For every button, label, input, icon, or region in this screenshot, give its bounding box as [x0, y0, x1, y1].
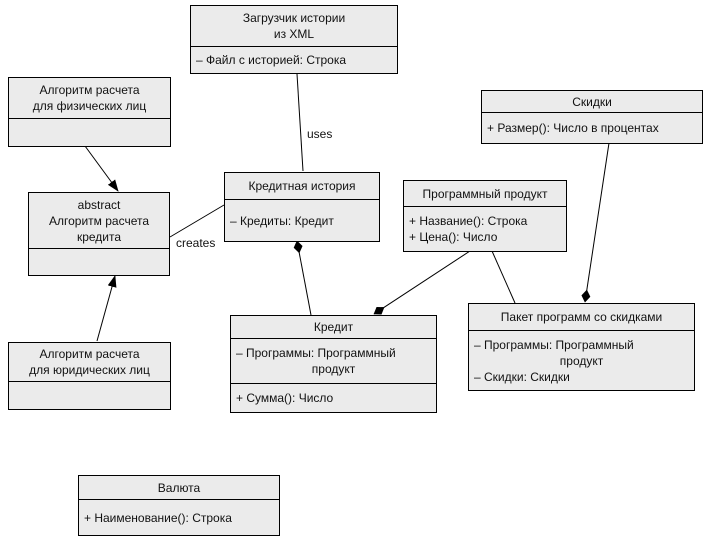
class-currency: Валюта + Наименование(): Строка [78, 475, 280, 536]
edge-generalization-legal-arrow [96, 275, 117, 342]
class-attributes: – Кредиты: Кредит [225, 199, 379, 241]
class-history-loader: Загрузчик истории из XML – Файл с истори… [190, 5, 398, 74]
class-title: Пакет программ со скидками [500, 310, 663, 324]
attribute: – Файл с историей: Строка [196, 53, 347, 67]
class-title: Загрузчик истории из XML [242, 11, 346, 41]
class-title: Кредитная история [248, 179, 356, 193]
class-attributes-empty [29, 248, 169, 275]
edge-generalization-individuals-arrow [84, 145, 119, 192]
class-attributes-empty [9, 118, 170, 146]
class-attributes: + Название(): Строка + Цена(): Число [404, 206, 566, 251]
class-discount-package: Пакет программ со скидками – Программы: … [468, 303, 695, 391]
class-discounts: Скидки + Размер(): Число в процентах [481, 90, 703, 144]
attribute: – Скидки: Скидки [474, 369, 570, 384]
class-attributes: + Наименование(): Строка [79, 499, 279, 535]
attribute: + Размер(): Число в процентах [487, 121, 659, 135]
class-attributes: + Размер(): Число в процентах [482, 112, 702, 143]
class-title: Алгоритм расчета для юридических лиц [29, 347, 150, 377]
edge-composition-package-discounts-diamond [581, 142, 610, 303]
class-methods: + Сумма(): Число [231, 383, 436, 412]
class-title: Программный продукт [422, 186, 548, 201]
attribute: – Кредиты: Кредит [230, 213, 334, 228]
class-attributes: – Файл с историей: Строка [191, 46, 397, 73]
class-algo-abstract: abstract Алгоритм расчета кредита [28, 192, 170, 276]
class-title: Кредит [313, 320, 354, 334]
edge-uses-association [296, 73, 304, 172]
attribute: + Наименование(): Строка [84, 510, 232, 525]
class-algo-legal: Алгоритм расчета для юридических лиц [8, 342, 171, 410]
class-algo-individuals: Алгоритм расчета для физических лиц [8, 77, 171, 147]
edge-composition-credit-product-diamond [373, 250, 471, 315]
class-attributes-empty [9, 381, 170, 409]
edge-label-creates: creates [176, 236, 216, 250]
class-title: abstract Алгоритм расчета кредита [48, 197, 150, 244]
edge-association-product-package [491, 250, 516, 304]
class-credit-history: Кредитная история – Кредиты: Кредит [224, 172, 380, 242]
method: + Сумма(): Число [236, 391, 334, 405]
class-title: Валюта [157, 480, 201, 495]
class-title: Алгоритм расчета для физических лиц [32, 83, 147, 113]
attribute: + Цена(): Число [409, 230, 498, 244]
class-title: Скидки [572, 94, 612, 109]
edge-creates-association [169, 204, 225, 238]
class-software-product: Программный продукт + Название(): Строка… [403, 180, 567, 252]
attribute: + Название(): Строка [409, 214, 528, 228]
edge-composition-history-credit-diamond [293, 240, 312, 316]
edge-label-uses: uses [307, 127, 333, 141]
